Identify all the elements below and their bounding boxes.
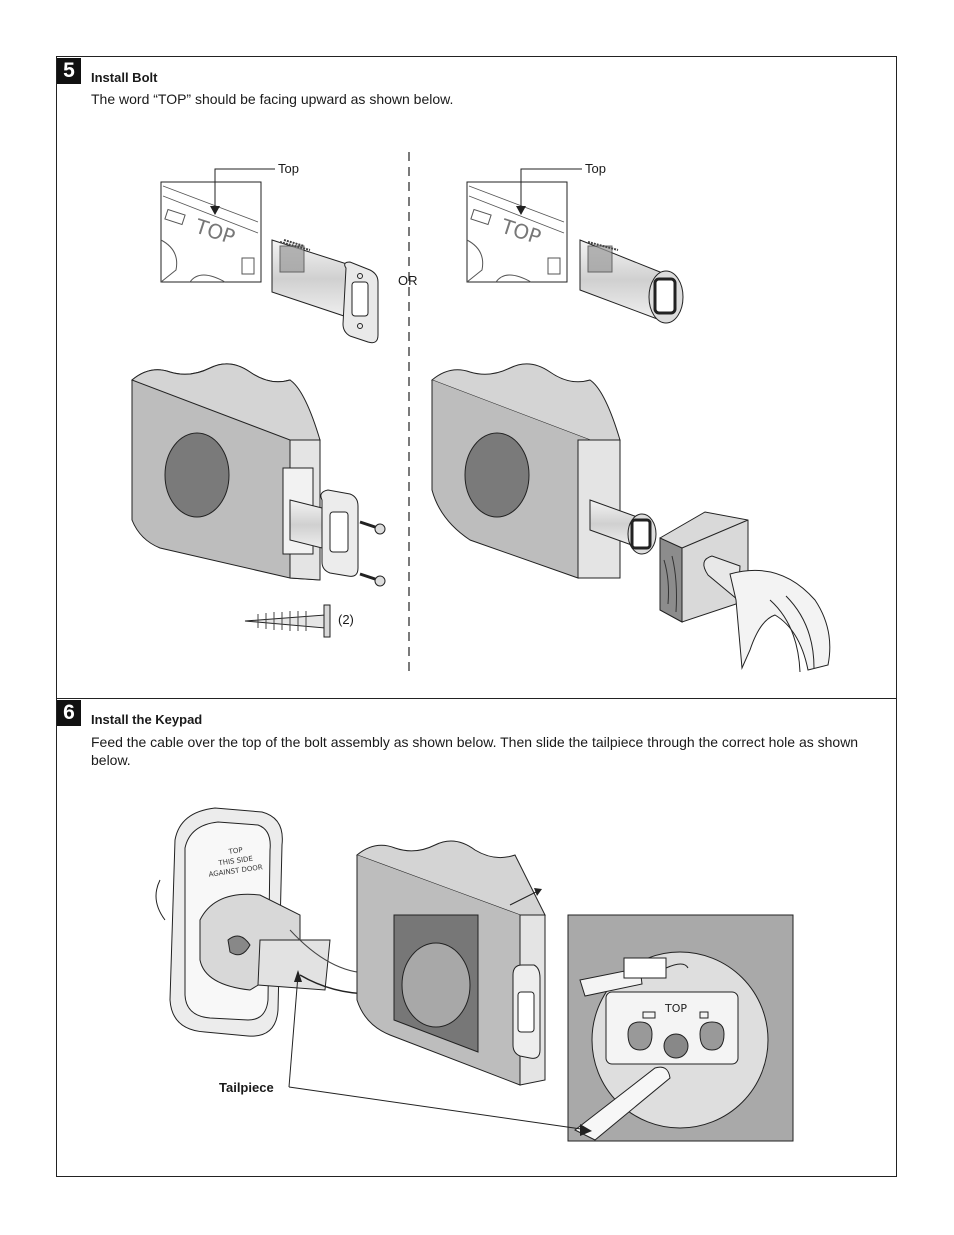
screw-icon <box>244 520 386 638</box>
latch-bolt-icon <box>271 239 379 344</box>
drive-in-bolt-icon <box>579 239 684 324</box>
door-edge-right <box>431 363 657 579</box>
screw-count-label: (2) <box>338 612 354 627</box>
hammer-icon <box>703 555 831 673</box>
svg-text:TOP: TOP <box>227 846 243 856</box>
step-6-number: 6 <box>57 700 81 726</box>
step-6-title: Install the Keypad <box>91 712 203 727</box>
inset-top-marking: TOP <box>664 1002 687 1015</box>
step-6-description: Feed the cable over the top of the bolt … <box>91 734 859 768</box>
inset-detail: TOP <box>567 914 794 1142</box>
door-edge-icon <box>131 363 359 581</box>
step-5-title: Install Bolt <box>91 70 158 85</box>
door-edge-step6 <box>356 840 546 1086</box>
or-label: OR <box>398 273 418 288</box>
step-5-description: The word “TOP” should be facing upward a… <box>91 91 454 107</box>
top-label-right: Top <box>585 161 606 176</box>
keypad-icon: TOP THIS SIDE AGAINST DOOR <box>155 807 331 1037</box>
instruction-frame <box>56 56 897 1177</box>
top-label-left: Top <box>278 161 299 176</box>
top-marking-detail-left: TOP <box>160 181 262 283</box>
step-divider <box>56 698 897 699</box>
step-5-number: 5 <box>57 58 81 84</box>
top-marking-detail-right: TOP <box>466 181 568 283</box>
tailpiece-label: Tailpiece <box>219 1080 274 1095</box>
